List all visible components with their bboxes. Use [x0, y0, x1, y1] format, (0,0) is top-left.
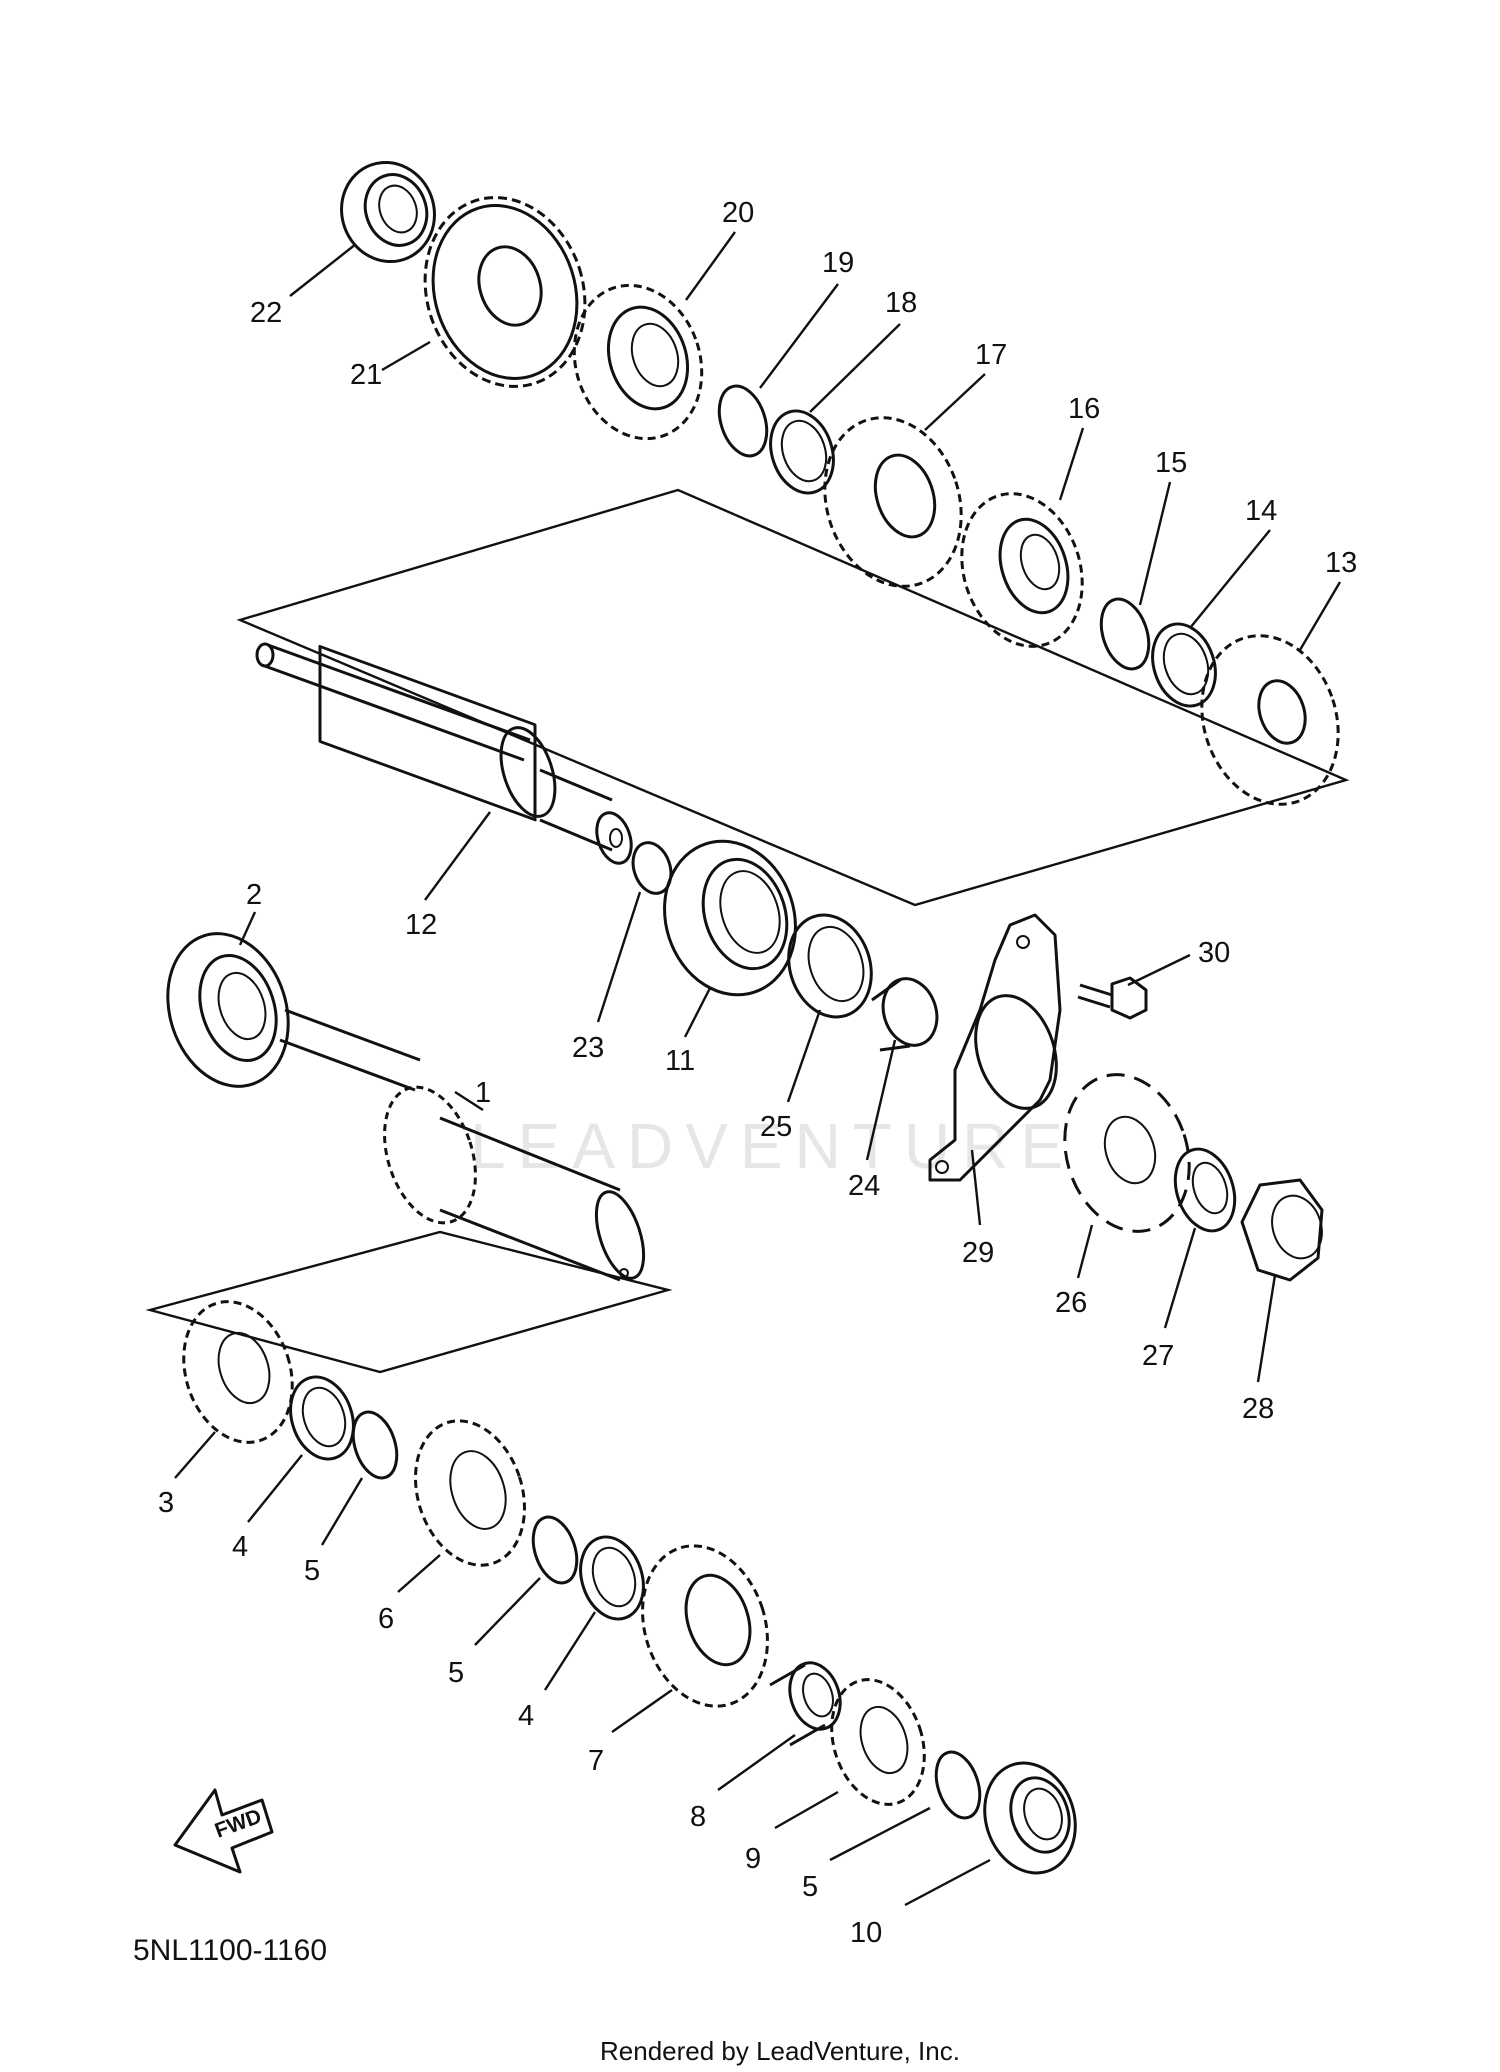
callout-8: 8: [690, 1801, 706, 1833]
callout-13: 13: [1325, 547, 1357, 579]
callout-28: 28: [1242, 1393, 1274, 1425]
part-8-needle-bearing: [769, 1661, 842, 1747]
part-4-washer-b: [579, 1535, 645, 1621]
part-10-bearing: [983, 1761, 1077, 1875]
callout-3: 3: [158, 1487, 174, 1519]
callout-15: 15: [1155, 447, 1187, 479]
callout-2: 2: [246, 879, 262, 911]
part-19-circlip: [717, 384, 769, 458]
part-26-sprocket: [1063, 1073, 1191, 1233]
callout-17: 17: [975, 339, 1007, 371]
leader-lines: [174, 231, 1342, 1907]
callout-5a: 5: [304, 1555, 320, 1587]
part-17-gear: [823, 416, 963, 588]
part-11-bearing: [663, 839, 797, 997]
part-20-gear: [572, 283, 704, 441]
callout-19: 19: [822, 247, 854, 279]
callout-18: 18: [885, 287, 917, 319]
part-3-gear: [182, 1300, 294, 1444]
part-18-washer: [769, 409, 835, 495]
part-12-main-axle: [255, 642, 633, 865]
callout-16: 16: [1068, 393, 1100, 425]
callout-21: 21: [350, 359, 382, 391]
part-14-washer: [1151, 622, 1217, 708]
callout-26: 26: [1055, 1287, 1087, 1319]
render-credit: Rendered by LeadVenture, Inc.: [600, 2036, 960, 2066]
callout-20: 20: [722, 197, 754, 229]
part-1-drive-axle: [279, 1008, 646, 1282]
callout-23: 23: [572, 1032, 604, 1064]
callout-14: 14: [1245, 495, 1277, 527]
part-9-gear: [830, 1678, 926, 1806]
part-4-washer-a: [289, 1375, 355, 1461]
part-5-circlip-c: [934, 1750, 982, 1820]
part-30-bolt: [1077, 976, 1148, 1020]
part-13-gear: [1200, 634, 1340, 806]
part-21-gear: [423, 196, 587, 388]
callout-4a: 4: [232, 1531, 248, 1563]
callout-12: 12: [405, 909, 437, 941]
callout-29: 29: [962, 1237, 994, 1269]
part-15-circlip: [1099, 597, 1151, 671]
part-6-gear: [414, 1419, 526, 1567]
callout-11: 11: [665, 1045, 695, 1077]
callout-5c: 5: [802, 1871, 818, 1903]
part-27-lock-washer: [1173, 1147, 1237, 1233]
callout-5b: 5: [448, 1657, 464, 1689]
part-24-collar: [871, 977, 939, 1052]
callout-6: 6: [378, 1603, 394, 1635]
callout-10: 10: [850, 1917, 882, 1949]
part-22-bearing: [340, 160, 436, 264]
callout-4b: 4: [518, 1700, 534, 1732]
part-5-circlip-b: [531, 1515, 579, 1585]
part-2-bearing: [166, 932, 290, 1088]
part-16-gear: [960, 492, 1084, 648]
callout-27: 27: [1142, 1340, 1174, 1372]
callout-25: 25: [760, 1111, 792, 1143]
callout-22: 22: [250, 297, 282, 329]
callout-9: 9: [745, 1843, 761, 1875]
fwd-arrow-icon: FWD: [173, 1788, 274, 1874]
callout-1: 1: [475, 1077, 491, 1109]
part-28-nut: [1240, 1178, 1324, 1282]
part-5-circlip-a: [351, 1410, 399, 1480]
diagram-code: 5NL1100-1160: [133, 1934, 327, 1967]
drive-axle-plate: [145, 1230, 673, 1374]
part-7-gear: [641, 1544, 769, 1708]
part-29-retainer: [928, 913, 1062, 1182]
part-25-oil-seal: [787, 913, 873, 1019]
callout-labels: 22 21 20 19 18 17 16 15 14 13 12 23 11 2…: [158, 197, 1357, 1949]
callout-30: 30: [1198, 937, 1230, 969]
callout-7: 7: [588, 1745, 604, 1777]
callout-24: 24: [848, 1170, 880, 1202]
part-23-o-ring: [631, 841, 673, 895]
main-axle-plate: [236, 488, 1350, 907]
